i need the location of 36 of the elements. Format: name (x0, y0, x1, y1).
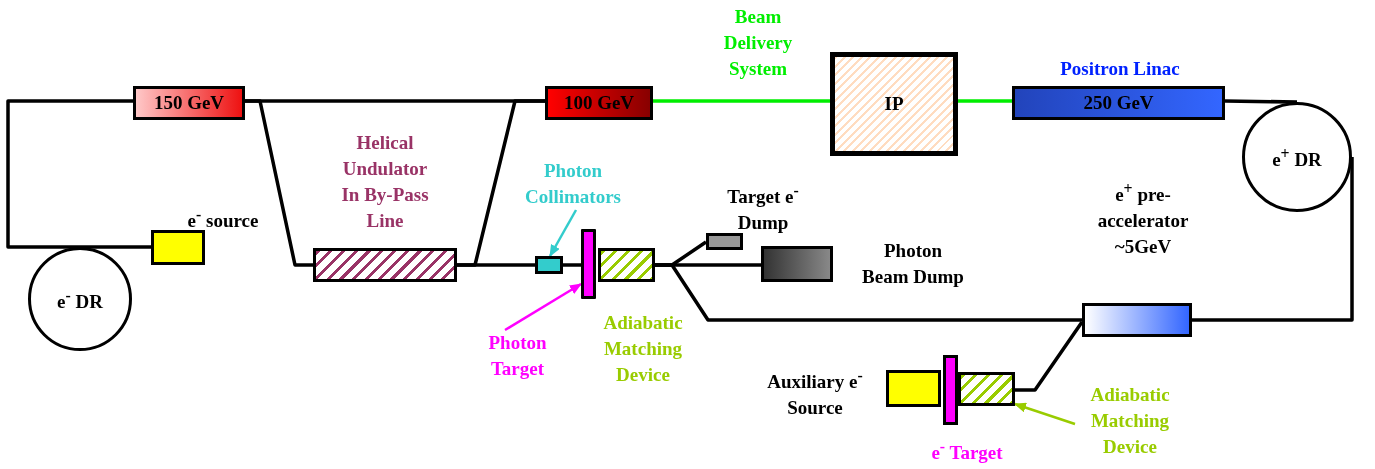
beamline (653, 99, 830, 103)
component-label: Helical Undulator In By-Pass Line (340, 131, 430, 233)
component-label: e$^{-}$ Target (930, 437, 1004, 466)
component-label: e$^{+}$ pre-accelerator ~5GeV (1096, 179, 1190, 260)
beamline (1224, 99, 1298, 104)
matching-device-box (958, 372, 1015, 406)
component-label: Photon Target (470, 330, 565, 382)
component-label: Positron Linac (1059, 57, 1181, 81)
damping-ring-circle: e$^{-}$ DR (28, 247, 132, 351)
component-label: Photon Beam Dump (861, 239, 965, 289)
target-bar (581, 229, 596, 299)
beamline (80, 245, 151, 249)
beamline (1192, 157, 1354, 322)
beamline (457, 263, 535, 267)
leader-line (1014, 402, 1076, 426)
beamline (6, 99, 133, 249)
beamline-label: Beam Delivery System (722, 5, 794, 81)
damping-ring-circle: e$^{+}$ DR (1242, 102, 1352, 212)
interaction-point-box: IP (830, 52, 958, 156)
collimator-box (535, 256, 563, 274)
component-label: Adiabatic Matching Device (1075, 382, 1185, 460)
component-label: Target e$^{-}$ Dump (726, 181, 800, 236)
leader-line (548, 209, 578, 257)
leader-line (504, 282, 582, 332)
component-label: Photon Collimators (518, 158, 628, 210)
beamline (1015, 321, 1084, 392)
beam-section-box: 150 GeV (133, 86, 245, 120)
beam-section-box: 100 GeV (545, 86, 653, 120)
beamline (245, 99, 313, 267)
component-label: Auxiliary e$^{-}$ Source (766, 366, 864, 421)
beamline (958, 99, 1012, 103)
component-label: Adiabatic Matching Device (602, 311, 684, 387)
component-label: e$^{-}$ source (186, 205, 260, 234)
linac-box: 250 GeV (1012, 86, 1225, 120)
beamline (655, 263, 1082, 322)
beamline (563, 263, 581, 267)
